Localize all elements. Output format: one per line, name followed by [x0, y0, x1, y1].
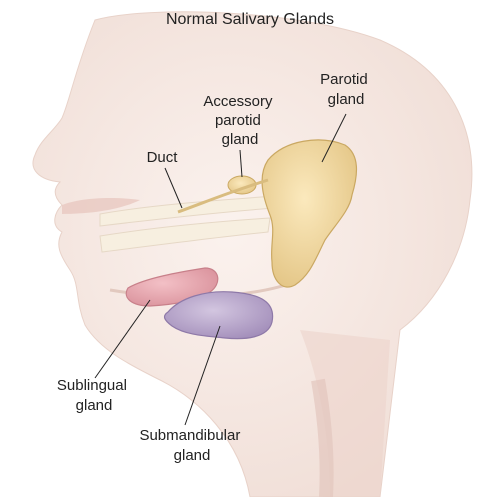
- label-sublingual-line1: Sublingual: [57, 377, 127, 394]
- label-sublingual-line2: gland: [76, 397, 113, 414]
- label-duct: Duct: [147, 149, 179, 166]
- label-sublingual: Sublingual gland: [57, 377, 131, 414]
- label-duct-line1: Duct: [147, 149, 179, 166]
- diagram-title: Normal Salivary Glands: [166, 11, 334, 28]
- label-accessory-line3: gland: [222, 131, 259, 148]
- label-parotid-line1: Parotid: [320, 71, 368, 88]
- label-submandibular: Submandibular gland: [139, 427, 244, 464]
- label-submandibular-line2: gland: [174, 447, 211, 464]
- face-silhouette: [33, 12, 472, 497]
- label-accessory-line1: Accessory: [203, 93, 273, 110]
- label-accessory-line2: parotid: [215, 112, 261, 129]
- label-submandibular-line1: Submandibular: [139, 427, 240, 444]
- label-parotid-line2: gland: [328, 91, 365, 108]
